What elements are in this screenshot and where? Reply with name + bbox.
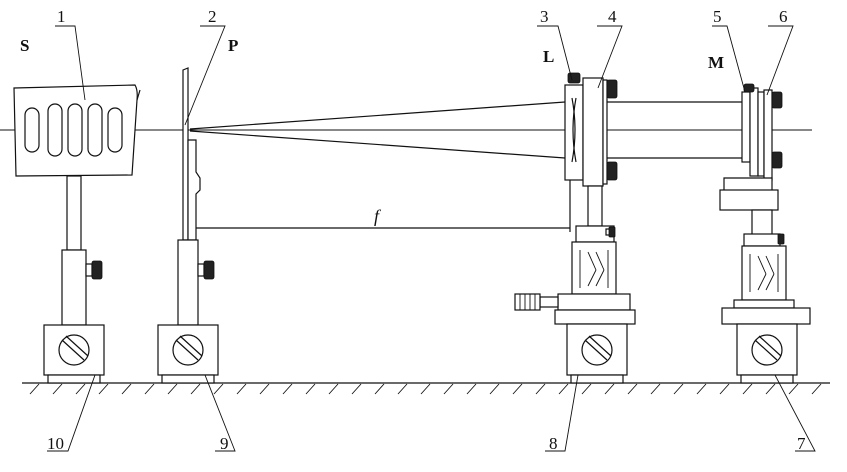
label-source-S: S <box>20 36 29 55</box>
focal-length-dimension <box>196 170 571 232</box>
floor-hatch-mark <box>581 383 592 395</box>
light-beam-cone <box>189 101 566 159</box>
floor-hatch-mark <box>397 383 408 395</box>
lens-holder <box>514 72 636 325</box>
floor-hatch-mark <box>144 383 155 395</box>
floor-hatch-mark <box>466 383 477 395</box>
label-lens-L: L <box>543 47 554 66</box>
floor-hatch-mark <box>650 383 661 395</box>
bench-floor <box>22 382 830 395</box>
post-clamp-knob <box>197 260 215 280</box>
magnetic-base-9 <box>157 324 219 384</box>
floor-hatch-mark <box>167 383 178 395</box>
collimated-beam <box>600 101 742 159</box>
floor-hatch-mark <box>328 383 339 395</box>
floor-hatch-mark <box>29 383 40 395</box>
magnetic-base-8 <box>566 323 628 384</box>
floor-hatch-mark <box>627 383 638 395</box>
floor-hatch-mark <box>696 383 707 395</box>
floor-hatch-mark <box>236 383 247 395</box>
callout-2: 2 <box>208 7 217 26</box>
label-mirror-M: M <box>708 53 724 72</box>
floor-hatch-mark <box>351 383 362 395</box>
floor-hatch-mark <box>374 383 385 395</box>
floor-hatch-mark <box>604 383 615 395</box>
floor-hatch-mark <box>535 383 546 395</box>
floor-hatch-mark <box>282 383 293 395</box>
floor-hatch-mark <box>489 383 500 395</box>
floor-hatch-mark <box>512 383 523 395</box>
mirror-mount <box>719 83 811 325</box>
floor-hatch-mark <box>719 383 730 395</box>
magnetic-base-7 <box>736 323 798 384</box>
floor-hatch-mark <box>788 383 799 395</box>
callout-6: 6 <box>779 7 788 26</box>
label-focal-length-f: f <box>374 206 382 226</box>
floor-hatch-mark <box>75 383 86 395</box>
floor-hatch-mark <box>305 383 316 395</box>
floor-hatch-mark <box>420 383 431 395</box>
magnetic-base-10 <box>43 324 105 384</box>
floor-hatch-mark <box>190 383 201 395</box>
floor-hatch-mark <box>52 383 63 395</box>
leader-lines <box>47 25 816 452</box>
callout-5: 5 <box>713 7 722 26</box>
callout-9: 9 <box>220 434 229 453</box>
floor-hatch-mark <box>558 383 569 395</box>
floor-hatch-mark <box>765 383 776 395</box>
callout-3: 3 <box>540 7 549 26</box>
floor-hatch-mark <box>673 383 684 395</box>
floor-hatch-mark <box>121 383 132 395</box>
light-source-lamp-housing <box>13 84 141 326</box>
floor-hatch-mark <box>811 383 822 395</box>
callout-1: 1 <box>57 7 66 26</box>
floor-hatch-mark <box>742 383 753 395</box>
pinhole-plate <box>177 67 215 326</box>
floor-hatch-mark <box>98 383 109 395</box>
floor-hatch-mark <box>213 383 224 395</box>
callout-4: 4 <box>608 7 617 26</box>
post-clamp-knob <box>85 260 103 280</box>
lamp-vent-slots <box>24 103 123 157</box>
floor-hatch-mark <box>443 383 454 395</box>
callout-10: 10 <box>47 434 64 453</box>
floor-hatch-mark <box>259 383 270 395</box>
callout-8: 8 <box>549 434 558 453</box>
label-pinhole-P: P <box>228 36 238 55</box>
callout-7: 7 <box>797 434 806 453</box>
